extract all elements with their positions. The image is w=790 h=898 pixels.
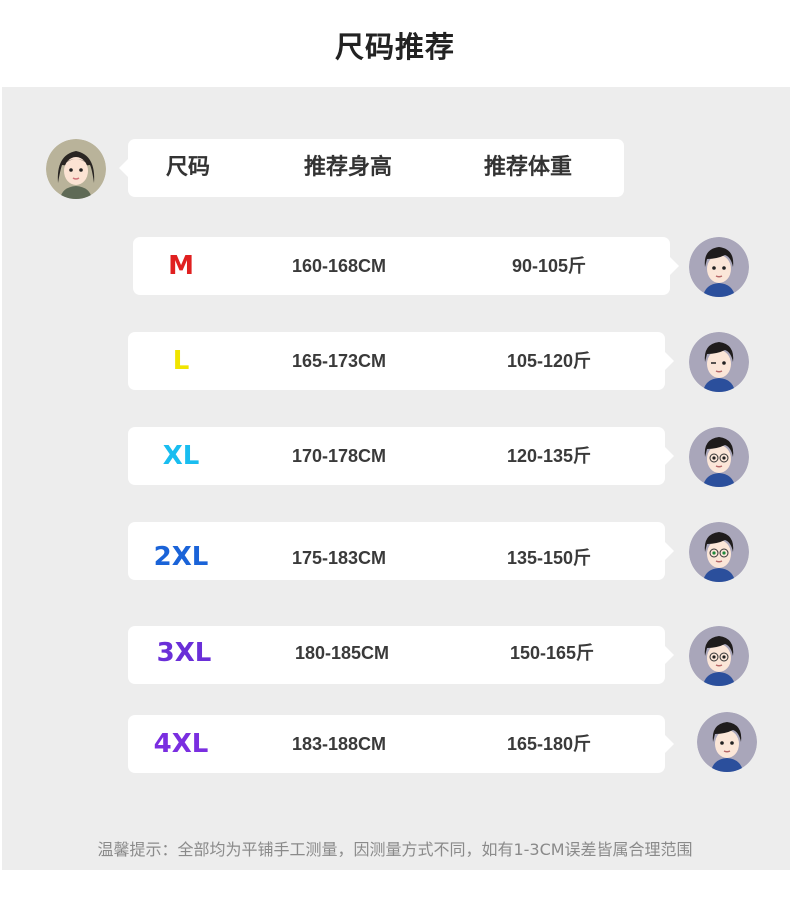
header-size: 尺码	[165, 155, 210, 180]
size-row-xl: XL 170-178CM 120-135斤	[128, 427, 674, 485]
size-label: 2XL	[153, 542, 209, 572]
height-value: 183-188CM	[291, 734, 387, 754]
header-height: 推荐身高	[303, 155, 392, 180]
weight-value: 120-135斤	[506, 446, 592, 466]
man-avatar-icon	[689, 626, 749, 686]
size-label: L	[172, 346, 190, 376]
height-value: 175-183CM	[291, 548, 387, 568]
size-label: 4XL	[153, 729, 209, 759]
weight-value: 105-120斤	[506, 351, 592, 371]
man-avatar-icon	[689, 332, 749, 392]
size-row-2xl: 2XL 175-183CM 135-150斤	[128, 522, 674, 580]
size-row-3xl: 3XL 180-185CM 150-165斤	[128, 626, 674, 684]
size-row-m: M 160-168CM 90-105斤	[133, 237, 679, 295]
man-avatar-icon	[689, 522, 749, 582]
size-row-4xl: 4XL 183-188CM 165-180斤	[128, 715, 674, 773]
weight-value: 165-180斤	[506, 734, 592, 754]
weight-value: 150-165斤	[509, 643, 595, 663]
measurement-tip: 温馨提示：全部均为平铺手工测量，因测量方式不同，如有1-3CM误差皆属合理范围	[97, 840, 693, 859]
size-label: 3XL	[156, 638, 212, 668]
weight-value: 135-150斤	[506, 548, 592, 568]
woman-avatar-icon	[46, 139, 106, 199]
header-weight: 推荐体重	[483, 155, 572, 180]
man-avatar-icon	[689, 427, 749, 487]
weight-value: 90-105斤	[511, 256, 587, 276]
size-label: XL	[162, 441, 200, 471]
height-value: 165-173CM	[291, 351, 387, 371]
header-bubble: 尺码 推荐身高 推荐体重	[119, 139, 624, 197]
size-row-l: L 165-173CM 105-120斤	[128, 332, 674, 390]
height-value: 180-185CM	[294, 643, 390, 663]
size-label: M	[168, 251, 194, 281]
man-avatar-icon	[697, 712, 757, 772]
page-title: 尺码推荐	[334, 30, 455, 64]
man-avatar-icon	[689, 237, 749, 297]
height-value: 160-168CM	[291, 256, 387, 276]
height-value: 170-178CM	[291, 446, 387, 466]
